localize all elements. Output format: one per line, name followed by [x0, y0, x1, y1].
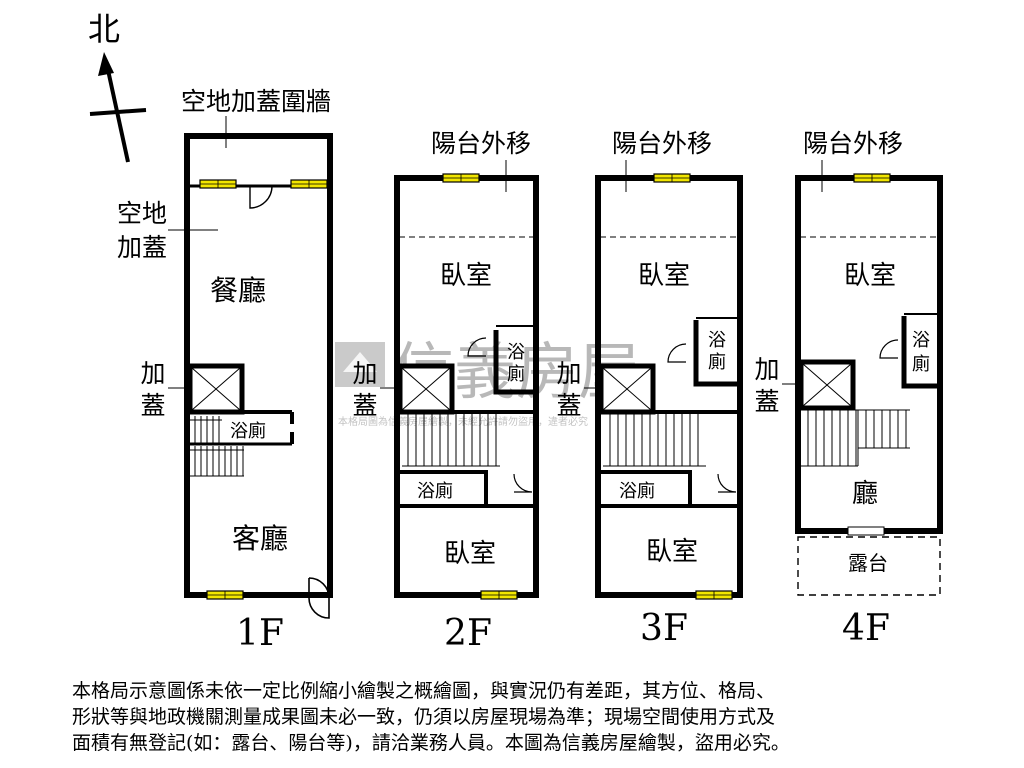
floor-4f-label-bath-a: 浴: [912, 330, 930, 351]
floor-2f-stairs: [402, 412, 500, 467]
floor-3f: 陽台外移 臥室 浴 廁 加 蓋 浴廁 臥室 3F: [556, 129, 743, 649]
watermark-note: 本格局圖為信義房屋繪製，未經允許請勿盜用，違者必究: [338, 415, 588, 428]
floor-3f-label-balcony: 陽台外移: [612, 129, 712, 158]
floor-2f-label-cover: 蓋: [352, 391, 377, 420]
floor-1f-entry-door: [308, 577, 330, 619]
floor-3f-window-bottom: [695, 590, 733, 600]
north-label: 北: [88, 10, 120, 48]
floor-4f: 陽台外移 臥室 浴 廁 加 蓋 廳 露台 4F: [754, 129, 943, 649]
floor-2f-window-bottom: [480, 590, 518, 600]
floor-2f-window-top: [442, 173, 480, 183]
floor-4f-title: 4F: [842, 608, 890, 649]
disclaimer-line-3: 面積有無登記(如：露台、陽台等)，請洽業務人員。本圖為信義房屋繪製，盜用必究。: [72, 732, 790, 754]
floor-2f-label-bedroom-south: 臥室: [444, 539, 496, 569]
floor-4f-label-bedroom: 臥室: [844, 261, 896, 291]
floor-1f-label-yard: 空地: [117, 199, 167, 228]
floor-2f-label-bedroom-north: 臥室: [440, 261, 492, 291]
floor-1f-title: 1F: [236, 613, 284, 654]
floor-1f-label-living: 客廳: [232, 522, 288, 555]
floor-4f-label-terrace: 露台: [848, 551, 888, 575]
floor-1f-label-add: 加: [140, 359, 165, 388]
floor-2f-label-add: 加: [352, 359, 377, 388]
floor-3f-stairs: [603, 412, 706, 467]
compass: 北: [88, 10, 147, 163]
floor-4f-label-cover: 蓋: [754, 387, 779, 416]
floor-3f-label-bath: 浴廁: [619, 480, 655, 502]
floor-4f-label-bath-b: 廁: [912, 353, 930, 375]
floor-1f-label-extension: 加蓋: [117, 233, 167, 262]
floor-3f-label-cover: 蓋: [556, 391, 581, 420]
floor-2f: 陽台外移 臥室 浴 廁 加 蓋 浴廁 臥室 2F: [352, 129, 539, 654]
compass-crossbar: [89, 108, 147, 116]
floor-4f-stairs: [801, 409, 910, 467]
floor-3f-title: 3F: [640, 608, 688, 649]
disclaimer: 本格局示意圖係未依一定比例縮小繪製之概繪圖，與實況仍有差距，其方位、格局、 形狀…: [72, 678, 972, 756]
floor-1f-window-top-right: [290, 179, 328, 189]
floor-1f-stairs: [190, 416, 244, 476]
floor-4f-label-balcony: 陽台外移: [803, 129, 903, 158]
floor-2f-label-bath-a: 浴: [507, 342, 525, 363]
floor-2f-label-bath: 浴廁: [417, 480, 453, 502]
floor-1f-window-top-left: [199, 179, 237, 189]
floor-1f-door-top: [249, 185, 273, 209]
floor-1f: 空地加蓋圍牆 空地 加蓋 餐廳 加 蓋 浴廁 客廳 1F: [117, 87, 333, 654]
floor-1f-outer-wall: [184, 133, 333, 598]
floor-4f-window-top: [853, 173, 891, 183]
floor-3f-label-bedroom-south: 臥室: [646, 537, 698, 567]
floor-1f-label-dining: 餐廳: [210, 274, 266, 307]
floor-3f-label-bath-b: 廁: [708, 351, 726, 373]
floor-4f-terrace-outline: [797, 536, 941, 596]
floor-2f-title: 2F: [444, 613, 492, 654]
floor-3f-window-top: [653, 173, 691, 183]
floor-2f-label-balcony: 陽台外移: [431, 129, 531, 158]
floor-3f-label-bath-a: 浴: [708, 330, 726, 351]
floor-4f-label-add: 加: [754, 355, 779, 384]
north-arrow-shaft: [106, 69, 130, 163]
north-arrow-head: [98, 52, 114, 76]
floor-1f-window-bottom: [206, 590, 244, 600]
floor-plan-drawing: 北 信義房屋 本格局圖為信義房屋繪製，未經允許請勿盜用，違者必究: [88, 10, 943, 654]
disclaimer-line-1: 本格局示意圖係未依一定比例縮小繪製之概繪圖，與實況仍有差距，其方位、格局、: [72, 680, 776, 702]
floor-4f-label-hall: 廳: [852, 479, 878, 509]
floor-3f-label-bedroom-north: 臥室: [638, 261, 690, 291]
floor-1f-label-cover: 蓋: [140, 391, 165, 420]
disclaimer-line-2: 形狀等與地政機關測量成果圖未必一致，仍須以房屋現場為準；現場空間使用方式及: [72, 706, 776, 728]
floor-2f-label-bath-b: 廁: [507, 363, 525, 385]
floor-3f-label-add: 加: [556, 359, 581, 388]
floor-1f-label-fence: 空地加蓋圍牆: [181, 87, 331, 116]
floor-1f-label-bath: 浴廁: [230, 420, 266, 442]
